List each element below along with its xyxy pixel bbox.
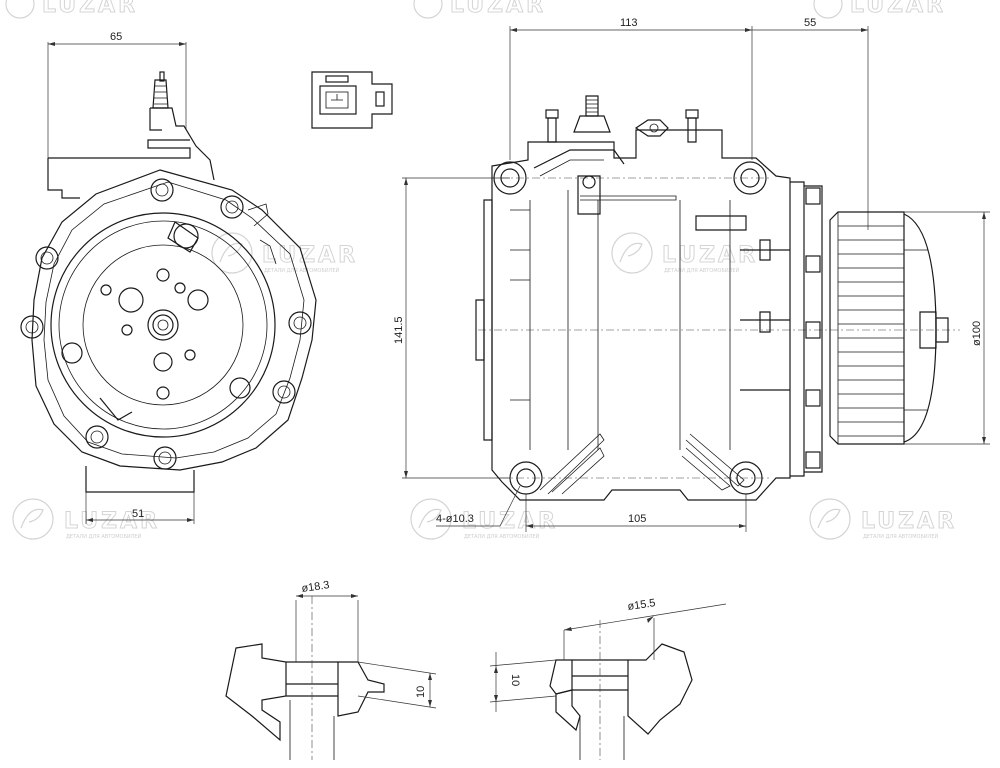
watermark-mid-left: LUZAR ДЕТАЛИ ДЛЯ АВТОМОБИЛЕЙ: [211, 232, 358, 274]
watermark-brand: LUZAR: [262, 243, 358, 268]
dim-label: 65: [110, 31, 122, 43]
dim-front-width-bottom: 51: [85, 492, 195, 524]
dim-side-mount-span: 105: [525, 494, 747, 532]
dim-front-width-top: 65: [47, 31, 187, 160]
watermark-top-right: LUZAR: [813, 0, 946, 19]
dim-pulley-diameter: ø100: [904, 211, 990, 445]
dim-mount-holes: 4-ø10.3: [436, 485, 521, 527]
front-housing: [31, 169, 317, 471]
watermark-top-left: LUZAR: [5, 0, 138, 19]
watermark-tagline: ДЕТАЛИ ДЛЯ АВТОМОБИЛЕЙ: [66, 533, 142, 540]
electrical-connector: [311, 71, 393, 129]
dim-label: 10: [509, 674, 521, 686]
watermark-brand: LUZAR: [462, 509, 558, 534]
watermark-brand: LUZAR: [861, 509, 957, 534]
clutch-hub: [61, 221, 251, 421]
sensor-stud: [149, 71, 215, 181]
watermark-mid-right: LUZAR ДЕТАЛИ ДЛЯ АВТОМОБИЛЕЙ: [611, 232, 758, 274]
dim-side-clutch-width: 55: [752, 17, 869, 230]
watermark-tagline: ДЕТАЛИ ДЛЯ АВТОМОБИЛЕЙ: [464, 533, 540, 540]
watermark-bottom-center: LUZAR ДЕТАЛИ ДЛЯ АВТОМОБИЛЕЙ: [410, 498, 558, 540]
port-detail-left: ø18.3 10: [225, 579, 437, 760]
compressor-body: [491, 129, 791, 501]
dim-label: ø100: [971, 321, 983, 346]
top-fittings: [533, 95, 699, 215]
watermark-bottom-left: LUZAR ДЕТАЛИ ДЛЯ АВТОМОБИЛЕЙ: [12, 498, 160, 540]
watermark-tagline: ДЕТАЛИ ДЛЯ АВТОМОБИЛЕЙ: [863, 533, 939, 540]
dim-label: 113: [620, 17, 638, 29]
watermark-brand: LUZAR: [42, 0, 138, 18]
watermark-tagline: ДЕТАЛИ ДЛЯ АВТОМОБИЛЕЙ: [264, 267, 340, 274]
watermark-brand: LUZAR: [850, 0, 946, 18]
clutch-plate: [50, 212, 276, 438]
watermark-brand: LUZAR: [662, 243, 758, 268]
dim-side-width-top: 113: [509, 17, 753, 160]
dim-label: 10: [415, 686, 427, 698]
dim-label: ø15.5: [627, 597, 657, 613]
pulley: [829, 211, 949, 445]
watermark-brand: LUZAR: [64, 509, 160, 534]
dim-label: 4-ø10.3: [436, 513, 474, 525]
dim-label: ø18.3: [301, 579, 331, 595]
watermark-top-center: LUZAR: [413, 0, 546, 19]
dim-label: 105: [628, 513, 646, 525]
watermark-brand: LUZAR: [450, 0, 546, 18]
front-view: 65: [20, 31, 317, 524]
dim-label: 51: [132, 508, 144, 520]
housing-bolts: [20, 178, 312, 470]
mounting-ears: [493, 161, 767, 495]
watermark-tagline: ДЕТАЛИ ДЛЯ АВТОМОБИЛЕЙ: [664, 267, 740, 274]
side-view: 113 55 141.5: [393, 17, 990, 532]
dim-label: 55: [804, 17, 816, 29]
port-detail-right: ø15.5 10: [489, 597, 727, 760]
rear-bolts: [805, 187, 821, 469]
dim-label: 141.5: [393, 316, 405, 344]
watermark-bottom-right: LUZAR ДЕТАЛИ ДЛЯ АВТОМОБИЛЕЙ: [809, 498, 957, 540]
